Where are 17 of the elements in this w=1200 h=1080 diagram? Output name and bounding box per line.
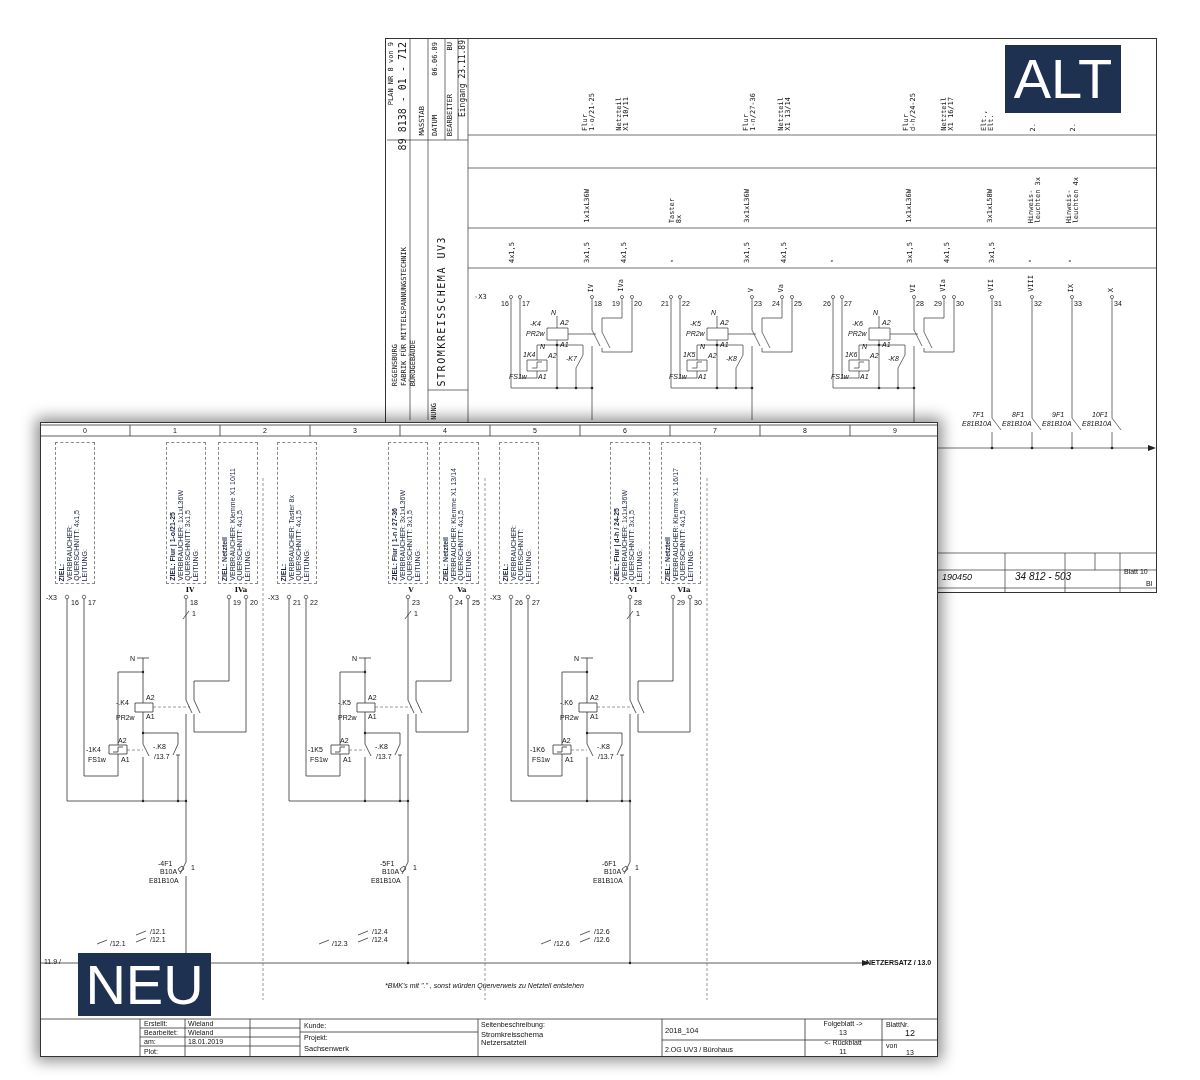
dashed-box <box>55 442 95 584</box>
dashed-box <box>277 442 317 584</box>
sheet-number: 12 <box>905 1029 915 1038</box>
dashed-box <box>610 442 650 584</box>
dashed-box <box>218 442 258 584</box>
dashed-box <box>388 442 428 584</box>
title-block-text: 190450 <box>942 573 973 582</box>
dashed-box <box>166 442 206 584</box>
dashed-box <box>439 442 479 584</box>
dashed-box <box>499 442 539 584</box>
drawing-number: 34 812 - 503 <box>1015 572 1072 582</box>
title-block-text: Eingang 23.11.89 <box>459 40 467 118</box>
dashed-box <box>661 442 701 584</box>
sheet-title: STROMKREISSCHEMA UV3 <box>437 236 447 387</box>
version-badge: ALT <box>1005 45 1121 113</box>
drawing-number: 89 8138 - 01 - 712 <box>398 42 408 151</box>
version-badge: NEU <box>78 953 211 1016</box>
